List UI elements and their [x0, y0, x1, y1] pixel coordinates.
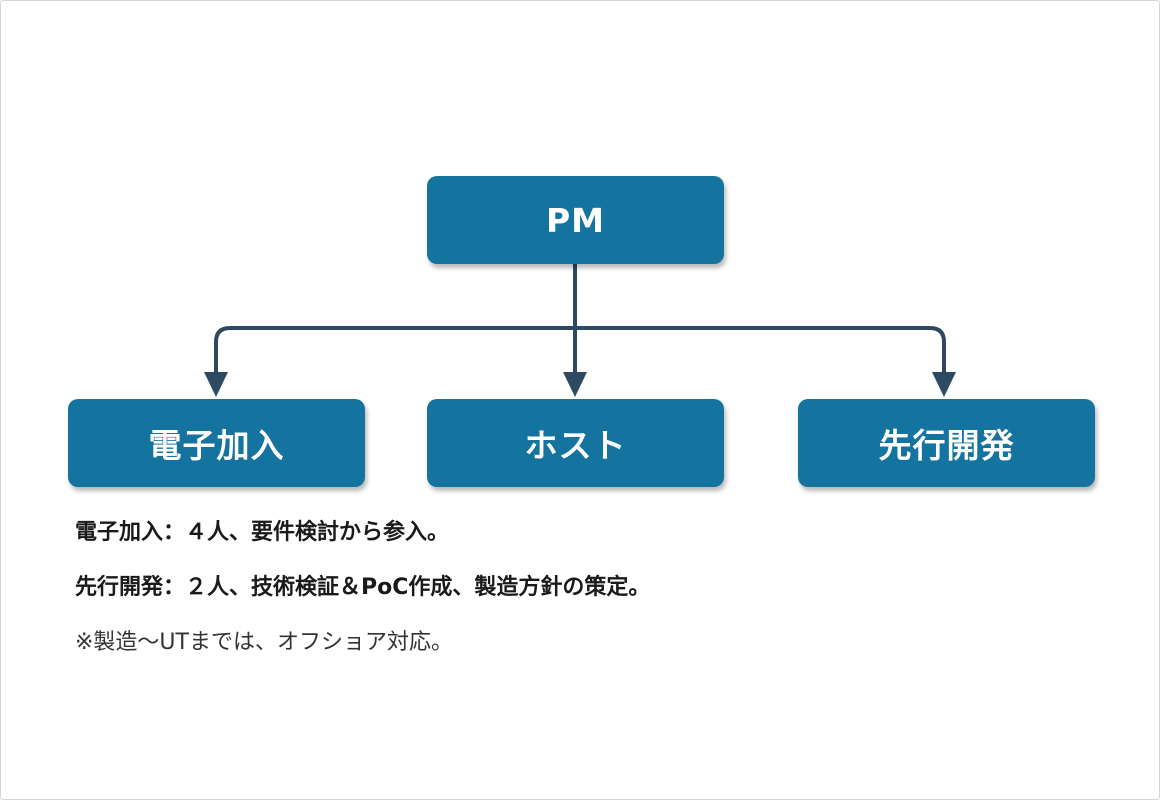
note-senko-kaihatsu: 先行開発：２人、技術検証＆PoC作成、製造方針の策定。 [75, 575, 651, 600]
node-pm: PM [427, 176, 724, 264]
node-senko-kaihatsu-label: 先行開発 [878, 426, 1015, 465]
note-offshore: ※製造～UTまでは、オフショア対応。 [75, 630, 453, 655]
node-denshi-kanyu-label: 電子加入 [148, 426, 285, 465]
node-host-label: ホスト [524, 426, 627, 465]
node-senko-kaihatsu: 先行開発 [798, 399, 1095, 487]
note-denshi-kanyu: 電子加入：４人、要件検討から参入。 [75, 520, 450, 545]
node-host: ホスト [427, 399, 724, 487]
node-denshi-kanyu: 電子加入 [68, 399, 365, 487]
node-pm-label: PM [545, 200, 606, 240]
